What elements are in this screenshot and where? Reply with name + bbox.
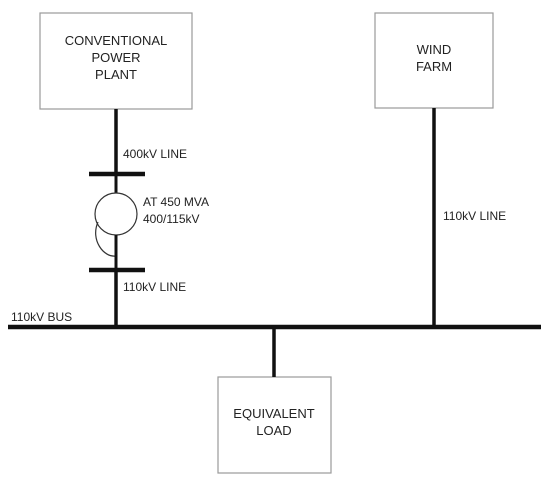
plant-label-line1: CONVENTIONAL [65,33,168,48]
plant-box [39,12,193,110]
wind-farm-box [374,12,494,109]
load-label-line1: EQUIVALENT [233,406,314,421]
equivalent-load-block: EQUIVALENT LOAD [217,376,332,474]
plant-label-line2: POWER [91,50,140,65]
wind-farm-label-line2: FARM [416,59,452,74]
bus-110kv: 110kV BUS [8,310,541,330]
plant-label-line3: PLANT [95,67,137,82]
conventional-power-plant-block: CONVENTIONAL POWER PLANT [39,12,193,110]
label-400kv-line: 400kV LINE [123,147,187,161]
label-transformer-ratio: 400/115kV [143,212,200,226]
label-110kv-line-plant: 110kV LINE [123,280,186,294]
wind-farm-label-line1: WIND [417,42,452,57]
label-110kv-bus: 110kV BUS [11,310,72,324]
plant-branch: 400kV LINE AT 450 MVA 400/115kV 110kV LI… [89,109,209,326]
wind-farm-block: WIND FARM [374,12,494,109]
label-110kv-line-wind: 110kV LINE [443,209,506,223]
load-label-line2: LOAD [256,423,291,438]
wind-branch: 110kV LINE [432,108,506,326]
label-transformer-rating: AT 450 MVA [143,195,209,209]
